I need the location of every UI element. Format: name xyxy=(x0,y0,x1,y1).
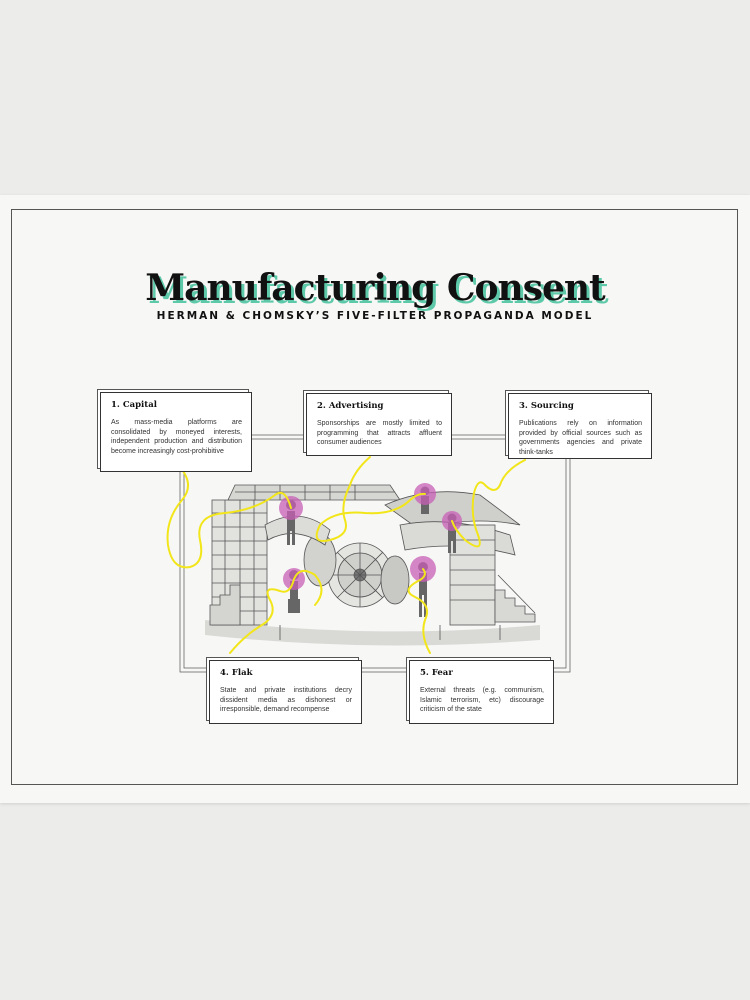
filter-box-fear: 5. Fear External threats (e.g. communism… xyxy=(409,660,554,724)
filter-box-advertising: 2. Advertising Sponsorships are mostly l… xyxy=(306,393,452,456)
thread-flak xyxy=(229,569,323,654)
thread-advertising xyxy=(315,456,426,542)
thread-capital xyxy=(166,466,292,569)
filter-title: 2. Advertising xyxy=(317,401,384,411)
filter-title: 4. Flak xyxy=(220,668,253,678)
thread-fear xyxy=(407,568,431,654)
printing-press-illustration xyxy=(166,434,571,673)
poster-title: Manufacturing Consent xyxy=(145,267,605,309)
filter-description: Sponsorships are mostly limited to progr… xyxy=(317,420,442,446)
filter-box-flak: 4. Flak State and private institutions d… xyxy=(209,660,362,724)
filter-title: 3. Sourcing xyxy=(519,401,574,411)
filter-box-capital: 1. Capital As mass-media platforms are c… xyxy=(100,392,252,472)
filter-description: Publications rely on information provide… xyxy=(519,420,642,456)
filter-description: As mass-media platforms are consolidated… xyxy=(111,419,242,455)
filter-description: State and private institutions decry dis… xyxy=(220,687,352,713)
filter-description: External threats (e.g. communism, Islami… xyxy=(420,687,544,713)
poster-subtitle: HERMAN & CHOMSKY’S FIVE-FILTER PROPAGAND… xyxy=(156,310,594,322)
filter-box-sourcing: 3. Sourcing Publications rely on informa… xyxy=(508,393,652,459)
poster-frame xyxy=(11,209,738,785)
press-machine xyxy=(205,484,540,646)
poster: Manufacturing Consent HERMAN & CHOMSKY’S… xyxy=(0,195,750,803)
yellow-threads xyxy=(166,456,526,654)
filter-title: 1. Capital xyxy=(111,400,157,410)
filter-title: 5. Fear xyxy=(420,668,453,678)
thread-sourcing xyxy=(451,459,526,548)
